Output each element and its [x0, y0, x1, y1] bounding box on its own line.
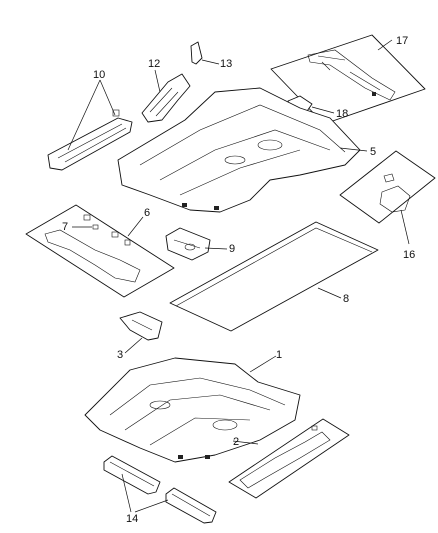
part-14-group: [339, 150, 436, 224]
callout-16: 14: [126, 513, 138, 525]
part-5: [117, 87, 361, 213]
part-8: [169, 221, 379, 332]
callout-5: 5: [370, 146, 376, 158]
callout-12: 12: [148, 58, 160, 70]
part-10: [47, 109, 133, 171]
part-13: [190, 41, 203, 65]
part-6-group: [25, 204, 175, 298]
callout-labels: 17 13 12 10 18 5 6 7 9 16 8 3 1 2 14: [62, 35, 415, 525]
callout-18: 18: [336, 108, 348, 120]
part-12: [141, 73, 191, 123]
callout-1: 1: [276, 349, 282, 361]
part-16: [103, 455, 217, 524]
callout-7: 7: [62, 221, 68, 233]
part-1: [84, 357, 301, 463]
callout-3: 3: [117, 349, 123, 361]
callout-13: 13: [220, 58, 232, 70]
callout-17: 17: [396, 35, 408, 47]
callout-9: 9: [229, 243, 235, 255]
leader-lines: [67, 39, 410, 513]
part-7: [92, 224, 99, 230]
callout-8: 8: [343, 293, 349, 305]
part-9: [165, 227, 211, 261]
callout-6: 6: [144, 207, 150, 219]
callout-2: 2: [233, 436, 239, 448]
callout-10: 10: [93, 69, 105, 81]
part-3: [119, 311, 163, 341]
part-2-group: [228, 418, 350, 499]
callout-14: 16: [403, 249, 415, 261]
